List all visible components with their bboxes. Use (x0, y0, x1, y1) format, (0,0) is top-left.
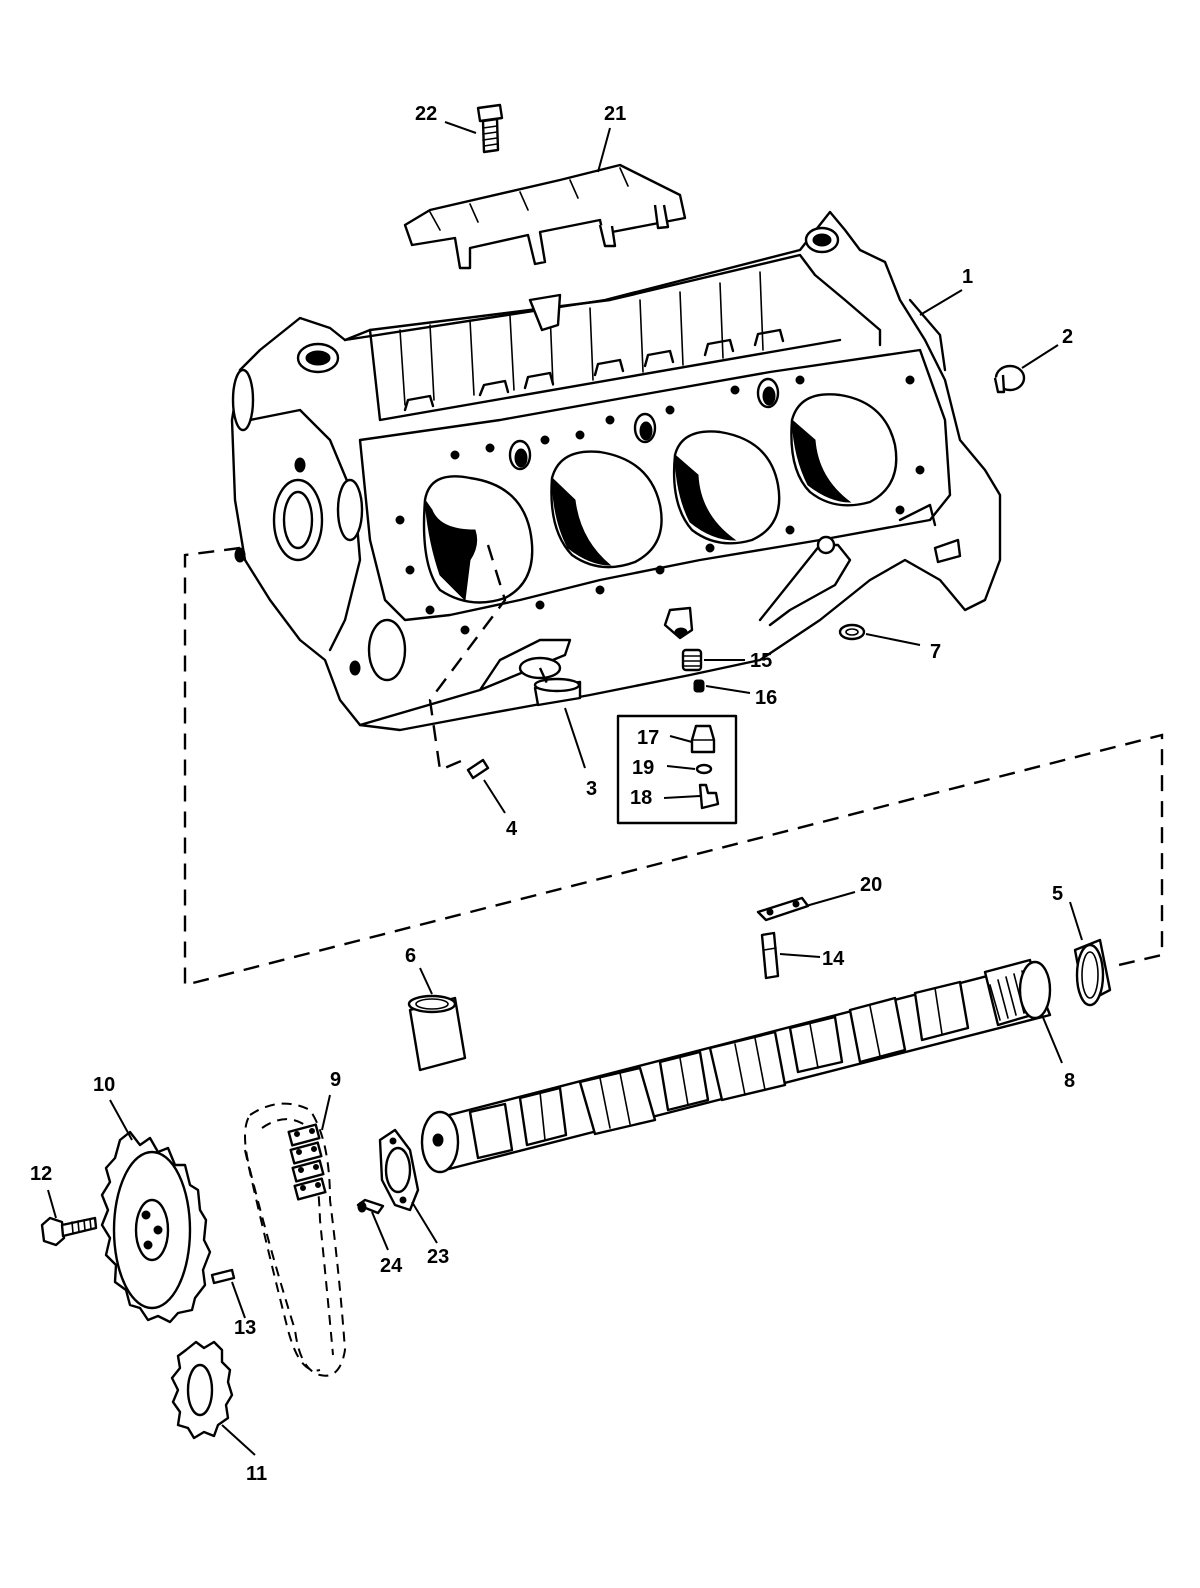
callout-14: 14 (822, 948, 845, 970)
callout-15: 15 (750, 650, 772, 672)
callout-2: 2 (1062, 326, 1073, 348)
screw-24 (356, 1198, 385, 1215)
callout-23: 23 (427, 1246, 449, 1268)
callout-21: 21 (604, 103, 626, 125)
callout-labels: 22 21 1 2 7 15 16 3 4 17 19 18 20 14 5 6… (30, 103, 1075, 1485)
callout-11: 11 (246, 1463, 267, 1485)
callout-8: 8 (1064, 1070, 1075, 1092)
callout-4: 4 (506, 818, 518, 840)
timing-chain-9 (244, 1102, 347, 1377)
bushing-3 (533, 677, 582, 707)
callout-12: 12 (30, 1163, 52, 1185)
crankshaft-sprocket-11 (170, 1340, 234, 1440)
callout-13: 13 (234, 1317, 256, 1339)
callout-24: 24 (380, 1255, 403, 1277)
dowel-13 (210, 1268, 236, 1285)
hydraulic-lifter-14 (760, 931, 780, 980)
callout-10: 10 (93, 1074, 115, 1096)
bolt-22 (476, 103, 504, 154)
callout-5: 5 (1052, 883, 1063, 905)
callout-20: 20 (860, 874, 882, 896)
callout-16: 16 (755, 687, 777, 709)
callout-7: 7 (930, 641, 941, 663)
spring-15 (681, 648, 703, 672)
callout-1: 1 (962, 266, 973, 288)
plug-2 (993, 364, 1026, 394)
callout-9: 9 (330, 1069, 341, 1091)
ball-16 (693, 679, 705, 693)
callout-6: 6 (405, 945, 416, 967)
callout-17: 17 (637, 727, 659, 749)
camshaft-sprocket-10 (100, 1130, 212, 1324)
fitting-inset (616, 714, 738, 825)
cam-bearing-6 (407, 994, 467, 1072)
washer-7 (838, 623, 866, 641)
cam-bearing-5 (1073, 938, 1112, 1007)
thrust-plate-23 (378, 1128, 420, 1212)
callout-18: 18 (630, 787, 652, 809)
callout-3: 3 (586, 778, 597, 800)
lifter-retainer (403, 163, 687, 270)
cylinder-block (230, 210, 1002, 732)
lifter-guide-20 (756, 896, 810, 922)
camshaft-8 (420, 958, 1052, 1174)
callout-22: 22 (415, 103, 437, 125)
bolt-12 (40, 1216, 98, 1247)
callout-19: 19 (632, 757, 654, 779)
leader-lines (47, 121, 1083, 1456)
dowel-pin-4 (466, 758, 490, 780)
